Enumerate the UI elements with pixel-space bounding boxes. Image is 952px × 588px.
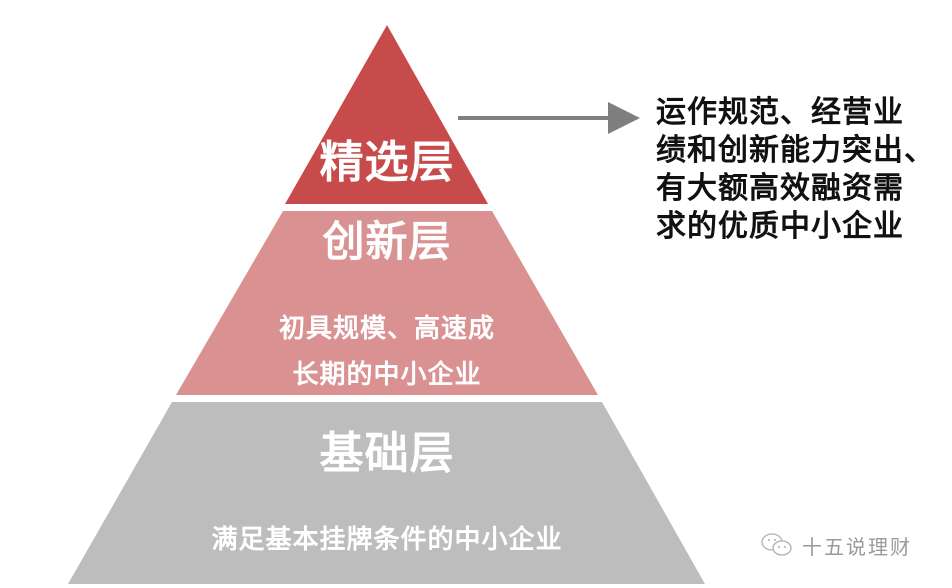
middle-layer-description-line: 长期的中小企业 [292,360,482,390]
bottom-layer-shape [68,402,705,584]
callout-line: 绩和创新能力突出、 [656,133,935,168]
callout-line: 求的优质中小企业 [656,209,904,244]
wechat-icon [761,533,792,556]
top-layer-title: 精选层 [319,137,455,188]
middle-layer-description-line: 初具规模、高速成 [278,314,495,344]
top-layer-shape [285,25,488,204]
bottom-layer-title: 基础层 [319,428,455,479]
top-layer-callout: 运作规范、经营业 绩和创新能力突出、 有大额高效融资需 求的优质中小企业 [656,94,946,246]
watermark: 十五说理财 [760,530,912,560]
middle-layer-title: 创新层 [322,217,452,266]
middle-layer-shape [176,211,598,395]
callout-line: 有大额高效融资需 [656,171,904,206]
bottom-layer-description: 满足基本挂牌条件的中小企业 [211,525,563,555]
middle-layer-description: 初具规模、高速成 长期的中小企业 [230,306,544,398]
watermark-text: 十五说理财 [802,534,912,559]
callout-line: 运作规范、经营业 [656,95,904,130]
